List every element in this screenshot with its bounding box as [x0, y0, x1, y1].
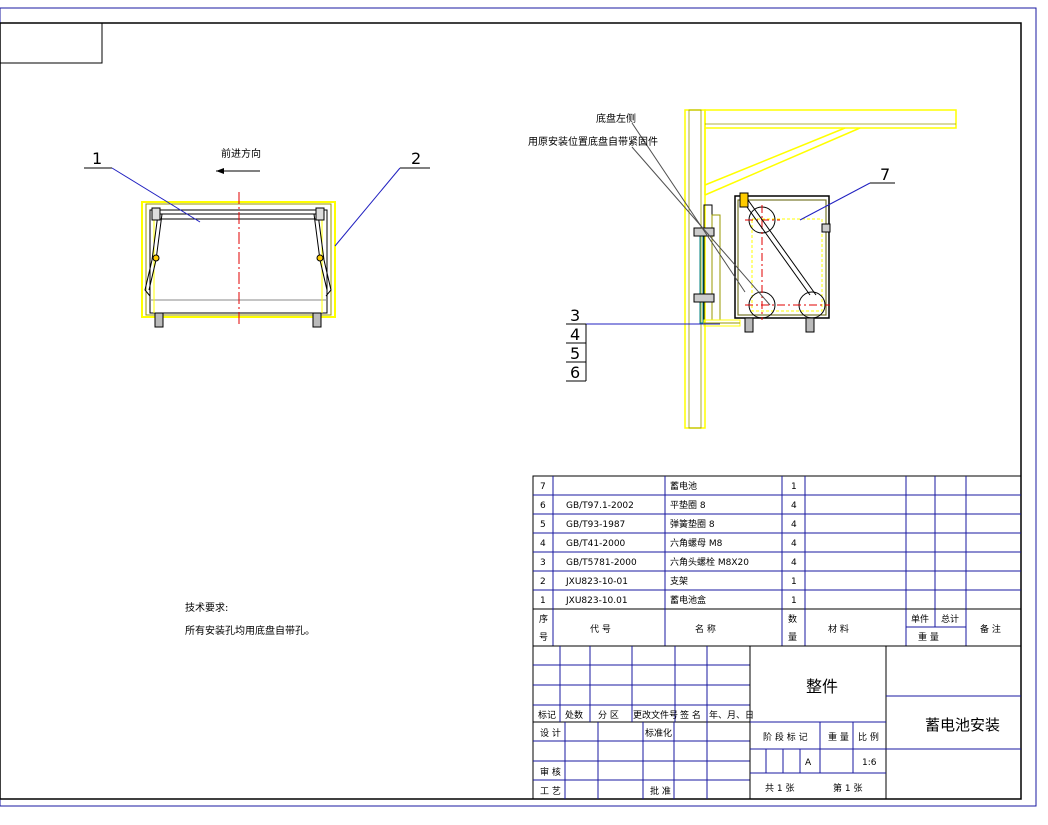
svg-text:阶 段 标 记: 阶 段 标 记	[763, 731, 808, 743]
svg-text:比 例: 比 例	[858, 731, 879, 743]
svg-text:标准化: 标准化	[645, 727, 672, 739]
svg-text:蓄电池盒: 蓄电池盒	[670, 594, 706, 606]
callout-leaders-right	[566, 122, 895, 382]
front-view	[141, 168, 336, 328]
svg-text:年、月、日: 年、月、日	[709, 709, 754, 721]
svg-text:A: A	[805, 758, 812, 768]
drawing-title: 蓄电池安装	[925, 716, 1000, 734]
svg-text:1: 1	[791, 577, 797, 587]
svg-text:标记: 标记	[538, 709, 556, 721]
svg-text:1: 1	[791, 596, 797, 606]
svg-text:序: 序	[539, 613, 548, 625]
svg-text:代 号: 代 号	[590, 624, 611, 635]
svg-text:六角头螺栓 M8X20: 六角头螺栓 M8X20	[670, 556, 749, 568]
svg-text:工 艺: 工 艺	[540, 786, 561, 797]
parts-list: 7 蓄电池 1 6 GB/T97.1-2002 平垫圈 8 4 5 GB/T93…	[539, 480, 1001, 643]
svg-text:1: 1	[791, 482, 797, 492]
svg-text:共 1 张: 共 1 张	[765, 783, 794, 794]
svg-text:4: 4	[791, 558, 797, 568]
svg-text:分 区: 分 区	[598, 710, 619, 721]
svg-text:1:6: 1:6	[862, 758, 877, 768]
svg-text:设 计: 设 计	[540, 727, 561, 739]
svg-text:GB/T97.1-2002: GB/T97.1-2002	[566, 501, 634, 511]
svg-text:六角螺母 M8: 六角螺母 M8	[670, 537, 723, 549]
svg-text:JXU823-10.01: JXU823-10.01	[565, 596, 628, 606]
svg-text:重 量: 重 量	[828, 731, 849, 743]
callout-6: 6	[570, 363, 580, 382]
sheet-frame	[0, 7, 1037, 807]
svg-text:蓄电池: 蓄电池	[670, 480, 697, 492]
svg-text:5: 5	[540, 520, 546, 530]
callout-7: 7	[880, 165, 890, 184]
svg-text:7: 7	[540, 482, 546, 492]
svg-text:GB/T93-1987: GB/T93-1987	[566, 520, 625, 530]
svg-text:数: 数	[788, 613, 797, 625]
svg-text:1: 1	[540, 596, 546, 606]
svg-text:审 核: 审 核	[540, 766, 561, 778]
svg-text:量: 量	[788, 632, 797, 643]
svg-text:4: 4	[791, 501, 797, 511]
parts-header: 序 号 代 号 名 称 数 量 材 料 单件 总计 重 量 备 注	[539, 613, 1001, 643]
svg-text:4: 4	[791, 520, 797, 530]
svg-text:3: 3	[540, 558, 546, 568]
svg-text:重 量: 重 量	[918, 631, 939, 643]
svg-text:处数: 处数	[565, 709, 583, 721]
direction-label: 前进方向	[221, 147, 261, 160]
svg-text:平垫圈 8: 平垫圈 8	[670, 499, 706, 511]
svg-text:弹簧垫圈 8: 弹簧垫圈 8	[670, 518, 715, 530]
svg-text:备 注: 备 注	[980, 623, 1001, 635]
note-chassis-left: 底盘左侧	[596, 112, 636, 125]
callout-1: 1	[92, 149, 102, 168]
callout-4: 4	[570, 325, 580, 344]
parts-row: 2 JXU823-10-01 支架 1	[540, 575, 797, 587]
svg-text:总计: 总计	[941, 613, 959, 625]
tech-req-text: 所有安装孔均用底盘自带孔。	[185, 624, 315, 637]
callout-leaders-left	[84, 167, 430, 247]
svg-text:签 名: 签 名	[680, 709, 701, 721]
svg-text:6: 6	[540, 501, 546, 511]
parts-row: 1 JXU823-10.01 蓄电池盒 1	[540, 594, 797, 606]
svg-text:4: 4	[791, 539, 797, 549]
svg-text:更改文件号: 更改文件号	[633, 709, 678, 721]
parts-row: 6 GB/T97.1-2002 平垫圈 8 4	[540, 499, 797, 511]
assembly-label: 整件	[806, 677, 838, 696]
callout-3: 3	[570, 306, 580, 325]
note-fasteners: 用原安装位置底盘自带紧固件	[528, 135, 658, 148]
tech-req-title: 技术要求:	[185, 601, 228, 614]
parts-row: 5 GB/T93-1987 弹簧垫圈 8 4	[540, 518, 797, 530]
title-block-grid	[532, 645, 1022, 800]
side-view	[684, 109, 957, 429]
svg-text:GB/T41-2000: GB/T41-2000	[566, 539, 626, 549]
svg-text:单件: 单件	[911, 613, 929, 625]
parts-row: 4 GB/T41-2000 六角螺母 M8 4	[540, 537, 797, 549]
svg-text:名 称: 名 称	[695, 623, 716, 635]
svg-text:号: 号	[539, 632, 548, 643]
svg-text:材 料: 材 料	[828, 623, 849, 635]
svg-text:4: 4	[540, 539, 546, 549]
svg-text:批 准: 批 准	[650, 785, 671, 797]
svg-text:GB/T5781-2000: GB/T5781-2000	[566, 558, 637, 568]
callout-2: 2	[411, 149, 421, 168]
parts-row: 3 GB/T5781-2000 六角头螺栓 M8X20 4	[540, 556, 797, 568]
title-block: 整件 蓄电池安装 标记 处数 分 区 更改文件号 签 名 年、月、日 设 计 标…	[538, 677, 1000, 797]
svg-text:JXU823-10-01: JXU823-10-01	[565, 577, 628, 587]
svg-text:支架: 支架	[670, 575, 688, 587]
parts-row: 7 蓄电池 1	[540, 480, 797, 492]
svg-text:2: 2	[540, 577, 546, 587]
svg-text:第 1 张: 第 1 张	[833, 782, 862, 794]
callout-5: 5	[570, 344, 580, 363]
